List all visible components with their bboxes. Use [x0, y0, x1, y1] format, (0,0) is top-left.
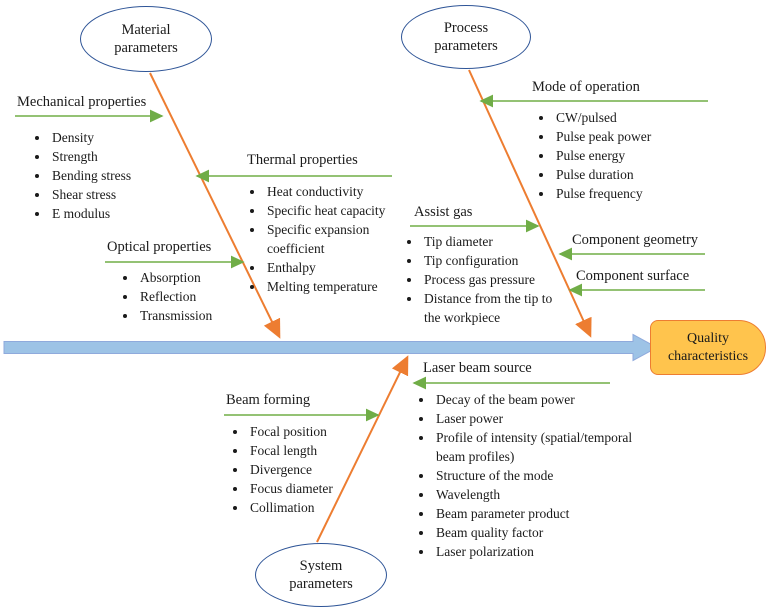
list-item: E modulus: [50, 204, 168, 223]
list-item: Pulse energy: [554, 146, 692, 165]
list-item: CW/pulsed: [554, 108, 692, 127]
mechanical-properties-label: Mechanical properties: [17, 94, 147, 110]
laser-beam-source-label: Laser beam source: [423, 360, 532, 376]
list-item: Enthalpy: [265, 258, 405, 277]
list-item: Bending stress: [50, 166, 168, 185]
component-geometry-label: Component geometry: [572, 232, 699, 248]
list-item: Specific expansion coefficient: [265, 220, 405, 258]
system-parameters-label: System parameters: [289, 557, 353, 592]
beam-forming-list: Focal positionFocal lengthDivergenceFocu…: [226, 422, 376, 517]
list-item: Pulse peak power: [554, 127, 692, 146]
list-item: Reflection: [138, 287, 246, 306]
mode-of-operation-list: CW/pulsedPulse peak powerPulse energyPul…: [532, 108, 692, 203]
list-item: Structure of the mode: [434, 466, 654, 485]
laser-beam-source-list: Decay of the beam powerLaser powerProfil…: [412, 390, 654, 561]
list-item: Profile of intensity (spatial/temporal b…: [434, 428, 654, 466]
list-item: Absorption: [138, 268, 246, 287]
list-item: Shear stress: [50, 185, 168, 204]
list-item: Density: [50, 128, 168, 147]
list-item: Beam quality factor: [434, 523, 654, 542]
list-item: Heat conductivity: [265, 182, 405, 201]
mode-of-operation-label: Mode of operation: [532, 79, 640, 95]
process-parameters-label: Process parameters: [434, 19, 498, 54]
list-item: Divergence: [248, 460, 376, 479]
assist-gas-label: Assist gas: [414, 204, 473, 220]
list-item: Pulse duration: [554, 165, 692, 184]
list-item: Strength: [50, 147, 168, 166]
list-item: Laser power: [434, 409, 654, 428]
list-item: Focal position: [248, 422, 376, 441]
list-item: Distance from the tip to the workpiece: [422, 289, 558, 327]
list-item: Decay of the beam power: [434, 390, 654, 409]
mechanical-properties-list: DensityStrengthBending stressShear stres…: [28, 128, 168, 223]
list-item: Collimation: [248, 498, 376, 517]
list-item: Melting temperature: [265, 277, 405, 296]
list-item: Wavelength: [434, 485, 654, 504]
list-item: Laser polarization: [434, 542, 654, 561]
list-item: Pulse frequency: [554, 184, 692, 203]
component-surface-label: Component surface: [576, 268, 690, 284]
process-parameters-node: Process parameters: [401, 5, 531, 69]
list-item: Focus diameter: [248, 479, 376, 498]
optical-properties-list: AbsorptionReflectionTransmission: [116, 268, 246, 325]
system-cause-arrow: [316, 355, 409, 543]
list-item: Specific heat capacity: [265, 201, 405, 220]
list-item: Beam parameter product: [434, 504, 654, 523]
material-parameters-node: Material parameters: [80, 6, 212, 72]
list-item: Process gas pressure: [422, 270, 558, 289]
optical-properties-label: Optical properties: [107, 239, 212, 255]
thermal-properties-list: Heat conductivitySpecific heat capacityS…: [243, 182, 405, 296]
list-item: Focal length: [248, 441, 376, 460]
thermal-properties-label: Thermal properties: [247, 152, 358, 168]
material-parameters-label: Material parameters: [114, 21, 178, 56]
list-item: Transmission: [138, 306, 246, 325]
beam-forming-label: Beam forming: [226, 392, 311, 408]
list-item: Tip configuration: [422, 251, 558, 270]
quality-characteristics-node: Quality characteristics: [650, 320, 766, 375]
material-cause-arrow: [149, 72, 281, 339]
quality-characteristics-label: Quality characteristics: [667, 331, 749, 364]
list-item: Tip diameter: [422, 232, 558, 251]
assist-gas-list: Tip diameterTip configurationProcess gas…: [400, 232, 558, 327]
spine-arrow: [3, 333, 659, 362]
system-parameters-node: System parameters: [255, 543, 387, 607]
